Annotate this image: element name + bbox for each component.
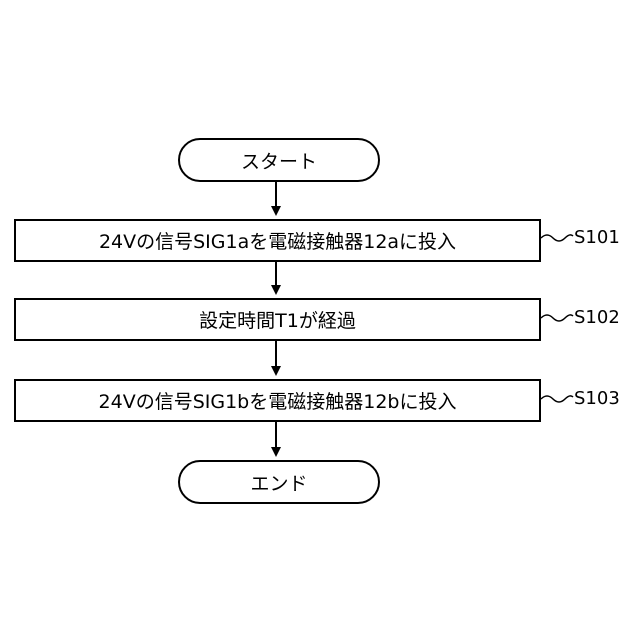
start-terminal: スタート	[178, 138, 380, 182]
leader-line-s101	[541, 235, 573, 241]
end-terminal: エンド	[178, 460, 380, 504]
process-label-s103: 24Vの信号SIG1bを電磁接触器12bに投入	[99, 387, 457, 414]
process-box-s102: 設定時間T1が経過	[14, 298, 541, 341]
end-label: エンド	[250, 469, 307, 496]
leader-line-s103	[541, 396, 573, 402]
step-id-s103: S103	[574, 388, 620, 409]
process-box-s101: 24Vの信号SIG1aを電磁接触器12aに投入	[14, 219, 541, 262]
leader-line-s102	[541, 315, 573, 321]
step-id-s101: S101	[574, 227, 620, 248]
step-id-s102: S102	[574, 307, 620, 328]
process-box-s103: 24Vの信号SIG1bを電磁接触器12bに投入	[14, 379, 541, 422]
start-label: スタート	[241, 147, 317, 174]
process-label-s101: 24Vの信号SIG1aを電磁接触器12aに投入	[99, 227, 456, 254]
process-label-s102: 設定時間T1が経過	[199, 306, 356, 333]
